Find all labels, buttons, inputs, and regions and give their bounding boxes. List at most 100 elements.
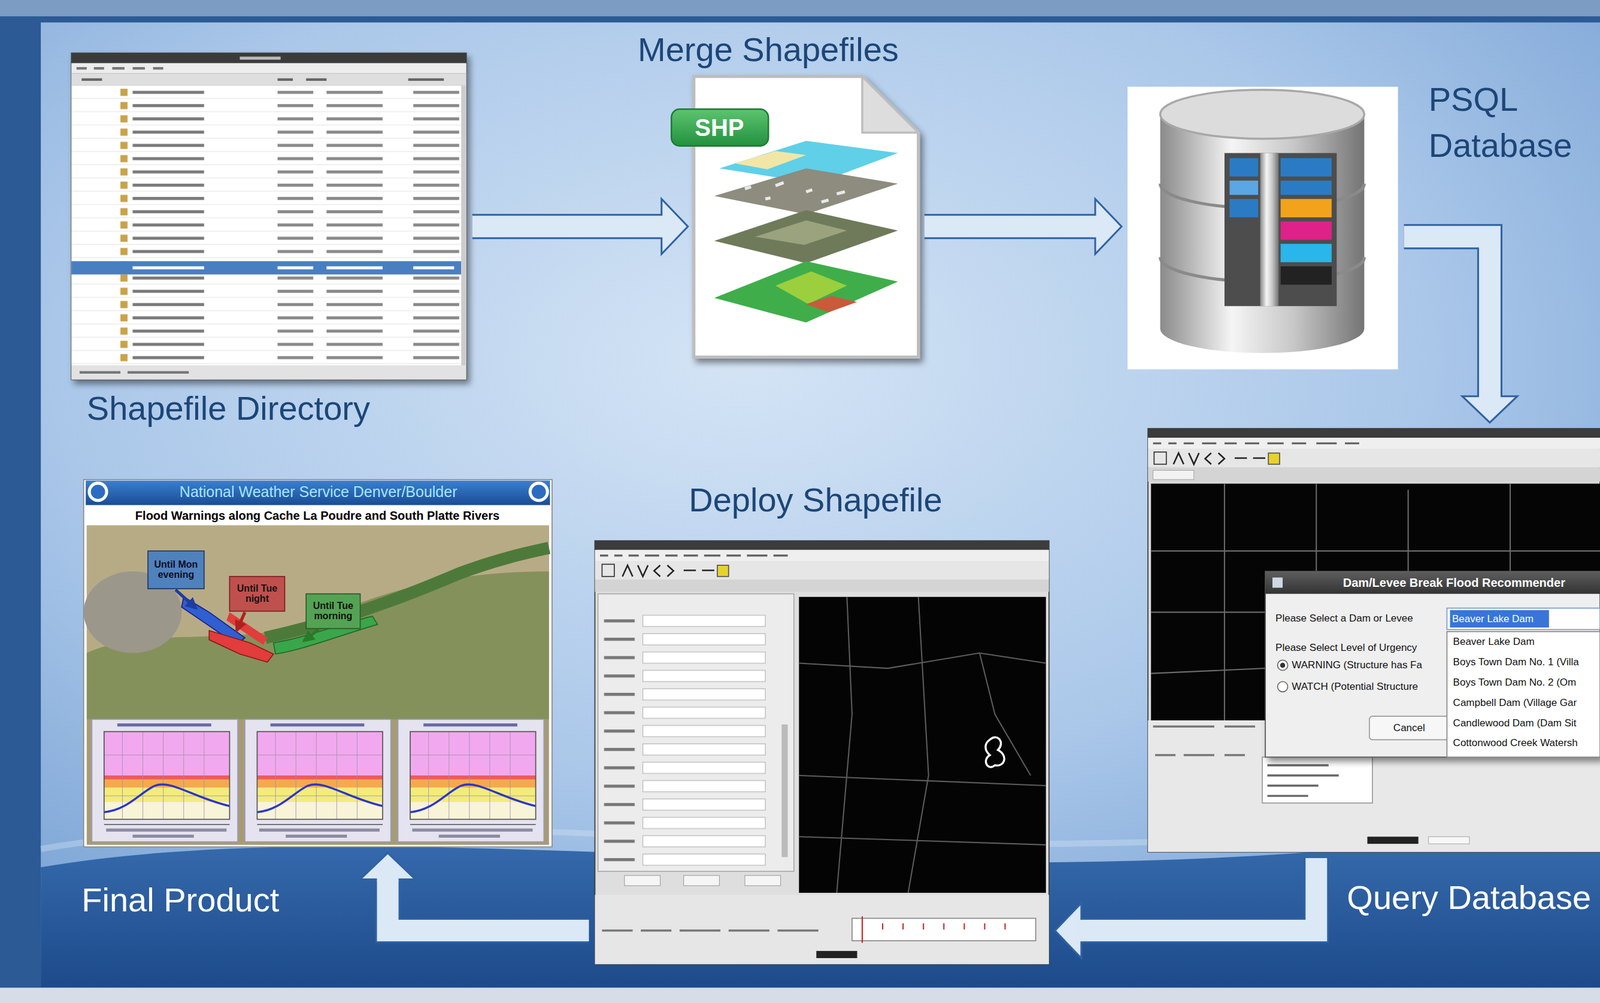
screen-text: Until Tue night — [231, 583, 284, 605]
label-box: SHP — [694, 114, 744, 141]
flow-arrow — [472, 198, 689, 254]
label-box: Cottonwood Creek Watersh — [1453, 737, 1578, 749]
query-screenshot — [1147, 428, 1600, 853]
label-box: Cancel — [1393, 722, 1426, 735]
label-box: Candlewood Dam (Dam Sit — [1453, 717, 1577, 730]
query-screenshot — [1428, 836, 1470, 844]
file-manager-screenshot — [71, 63, 466, 74]
shapefile-document-icon — [862, 76, 919, 133]
deploy-screenshot — [985, 737, 1005, 768]
shapefile-document-icon — [755, 220, 847, 245]
deploy-screenshot — [798, 597, 1046, 893]
screen-text: Beaver Lake Dam — [1453, 636, 1535, 648]
stage-heading: Shapefile Directory — [86, 388, 371, 429]
screen-text: Campbell Dam (Village Gar — [1453, 697, 1578, 709]
deploy-screenshot — [594, 894, 1049, 965]
database-icon — [1280, 180, 1332, 196]
deploy-screenshot — [862, 916, 1006, 943]
label-box: Dam/Levee Break Flood Recommender — [1343, 576, 1566, 590]
label-box: Campbell Dam (Village Gar — [1453, 697, 1578, 709]
final-product-image — [91, 719, 238, 842]
stage-node: PSQL Database — [1127, 86, 1399, 370]
database-icon — [1280, 243, 1332, 263]
database-icon — [1280, 266, 1332, 286]
background — [0, 0, 1600, 17]
arrow-outline — [388, 879, 590, 931]
screen-text: Dam/Levee Break Flood Recommender — [1343, 576, 1566, 590]
query-screenshot — [1147, 437, 1600, 450]
query-screenshot — [1153, 442, 1360, 445]
database-icon — [1160, 304, 1365, 354]
file-manager-screenshot — [71, 85, 466, 366]
file-manager-screenshot — [71, 73, 466, 86]
arrow-fill — [388, 879, 590, 931]
deploy-screenshot — [744, 875, 781, 886]
label-box: Flood Warnings along Cache La Poudre and… — [135, 508, 500, 523]
file-manager-screenshot — [76, 67, 164, 70]
screen-text: Boys Town Dam No. 1 (Villa — [1453, 656, 1580, 669]
file-manager-screenshot — [71, 53, 466, 64]
deploy-screenshot — [594, 540, 1049, 965]
arrow-joint — [1079, 919, 1084, 942]
flow-arrow — [360, 852, 590, 931]
final-product-image — [91, 484, 106, 499]
final-product-image — [398, 719, 545, 842]
deploy-screenshot — [717, 565, 729, 577]
database-icon — [1280, 221, 1332, 241]
file-manager-screenshot — [71, 365, 466, 380]
file-manager-screenshot — [71, 53, 466, 380]
dialog-window — [1265, 571, 1600, 757]
database-icon — [1160, 114, 1365, 329]
arrow-fill — [924, 215, 1096, 238]
shapefile-document-icon — [805, 295, 857, 312]
screen-text: Flood Warnings along Cache La Poudre and… — [135, 508, 500, 523]
shapefile-document-icon — [714, 168, 899, 215]
dialog-window — [1446, 608, 1600, 630]
deploy-screenshot — [781, 724, 788, 858]
arrow-outline — [472, 213, 662, 239]
deploy-screenshot — [601, 611, 778, 868]
file-manager-screenshot — [132, 266, 455, 270]
query-screenshot — [1147, 428, 1600, 438]
shapefile-document-icon — [671, 108, 769, 146]
dialog-window — [1265, 571, 1600, 594]
query-screenshot — [1153, 452, 1166, 465]
label-box: National Weather Service Denver/Boulder — [179, 483, 458, 501]
shapefile-document-icon — [694, 76, 919, 358]
final-product-image — [528, 481, 550, 502]
file-manager-screenshot — [71, 261, 462, 275]
label-box: Until Tue night — [231, 583, 284, 605]
final-product-image — [208, 630, 274, 663]
stage-node: Shapefile Directory — [71, 53, 466, 380]
final-product-image — [531, 484, 547, 499]
database-icon — [1229, 158, 1259, 177]
final-product-image — [147, 550, 205, 589]
stage-node: Deploy Shapefile — [594, 540, 1049, 965]
deploy-screenshot — [594, 561, 1049, 580]
label-box: WARNING (Structure has Fa — [1291, 659, 1423, 672]
stage-heading: PSQL Database — [1428, 76, 1598, 169]
deploy-screenshot — [594, 540, 1049, 965]
final-product-image — [236, 611, 245, 631]
label-box: Boys Town Dam No. 1 (Villa — [1453, 656, 1580, 669]
query-screenshot — [1153, 470, 1195, 480]
arrow-joint — [1093, 215, 1098, 238]
query-screenshot — [1147, 449, 1600, 468]
final-product-image — [244, 719, 392, 842]
shapefile-document-icon — [744, 182, 845, 202]
background — [0, 987, 1600, 1003]
final-product-image — [175, 589, 196, 609]
database-icon — [1224, 153, 1337, 307]
deploy-screenshot — [594, 579, 1049, 592]
final-product-image — [83, 479, 553, 847]
deploy-screenshot — [600, 554, 789, 557]
label-box: Beaver Lake Dam — [1453, 636, 1535, 648]
database-icon — [1280, 198, 1332, 218]
query-screenshot — [1173, 453, 1266, 465]
arrow-joint — [659, 215, 664, 238]
file-manager-screenshot — [81, 78, 444, 81]
arrow-outline — [1081, 858, 1317, 931]
